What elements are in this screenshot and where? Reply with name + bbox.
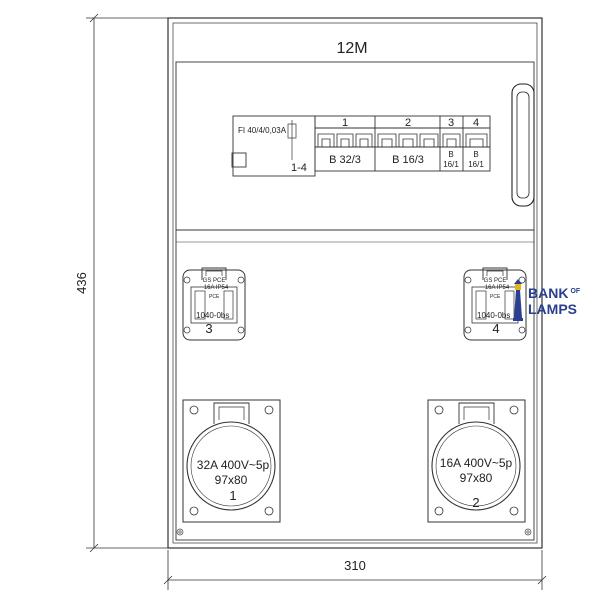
height-dimension [86, 13, 170, 553]
breaker-4-rating-line1: B [473, 150, 478, 159]
schuko-socket-3-top-label: GS PCE [203, 278, 226, 284]
breaker-4: 4 B 16/1 [465, 117, 488, 169]
door-handle[interactable] [511, 83, 535, 207]
schuko-socket-4: GS PCE 16A IP54 PCE 1040-0bs 4 [463, 267, 527, 341]
schuko-socket-4-number: 4 [492, 321, 499, 336]
breaker-4-rating-line2: 16/1 [468, 160, 484, 169]
enclosure-label: 12M [336, 40, 367, 57]
schuko-socket-3-code: 1040-0bs [196, 311, 229, 320]
width-dimension [163, 550, 547, 590]
cee-socket-2-size: 97x80 [460, 471, 493, 485]
breaker-2: 2 B 16/3 [377, 117, 439, 166]
breaker-3-rating-line2: 16/1 [443, 160, 459, 169]
breaker-3-rating-line1: B [448, 150, 453, 159]
breaker-bank [314, 115, 491, 172]
schuko-socket-4-top-label: GS PCE [484, 278, 507, 284]
height-dimension-label: 436 [74, 272, 89, 294]
cee-socket-1-number: 1 [229, 488, 236, 503]
lighthouse-icon [513, 279, 523, 321]
rcd-label: FI 40/4/0,03A [238, 126, 287, 135]
schuko-socket-3: GS PCE 16A IP54 PCE 1040-0bs 3 [182, 267, 246, 341]
cee-socket-2: 16A 400V~5p 97x80 2 [427, 399, 526, 523]
schuko-socket-3-number: 3 [205, 321, 212, 336]
cee-socket-2-number: 2 [472, 495, 479, 510]
breaker-1: 1 B 32/3 [317, 117, 373, 166]
schuko-socket-4-brand: PCE [490, 294, 501, 300]
width-dimension-label: 310 [344, 558, 366, 573]
breaker-1-rating: B 32/3 [329, 154, 361, 166]
schuko-socket-4-code: 1040-0bs [477, 311, 510, 320]
cee-socket-1: 32A 400V~5p 97x80 1 [182, 399, 281, 523]
breaker-3: 3 B 16/1 [442, 117, 461, 169]
cee-socket-1-size: 97x80 [215, 473, 248, 487]
breaker-2-rating: B 16/3 [392, 154, 424, 166]
corner-screws [176, 528, 532, 536]
rcd-group-label: 1-4 [291, 162, 307, 174]
schuko-socket-4-rating-label: 16A IP54 [485, 285, 510, 291]
schuko-socket-3-brand: PCE [209, 294, 220, 300]
breaker-1-number: 1 [342, 117, 348, 129]
cee-socket-2-rating: 16A 400V~5p [440, 456, 513, 470]
watermark-line2: LAMPS [528, 301, 577, 317]
schuko-socket-3-rating-label: 16A IP54 [204, 285, 229, 291]
cee-socket-1-rating: 32A 400V~5p [197, 458, 270, 472]
breaker-3-number: 3 [448, 117, 454, 129]
breaker-4-number: 4 [473, 117, 479, 129]
breaker-2-number: 2 [405, 117, 411, 129]
